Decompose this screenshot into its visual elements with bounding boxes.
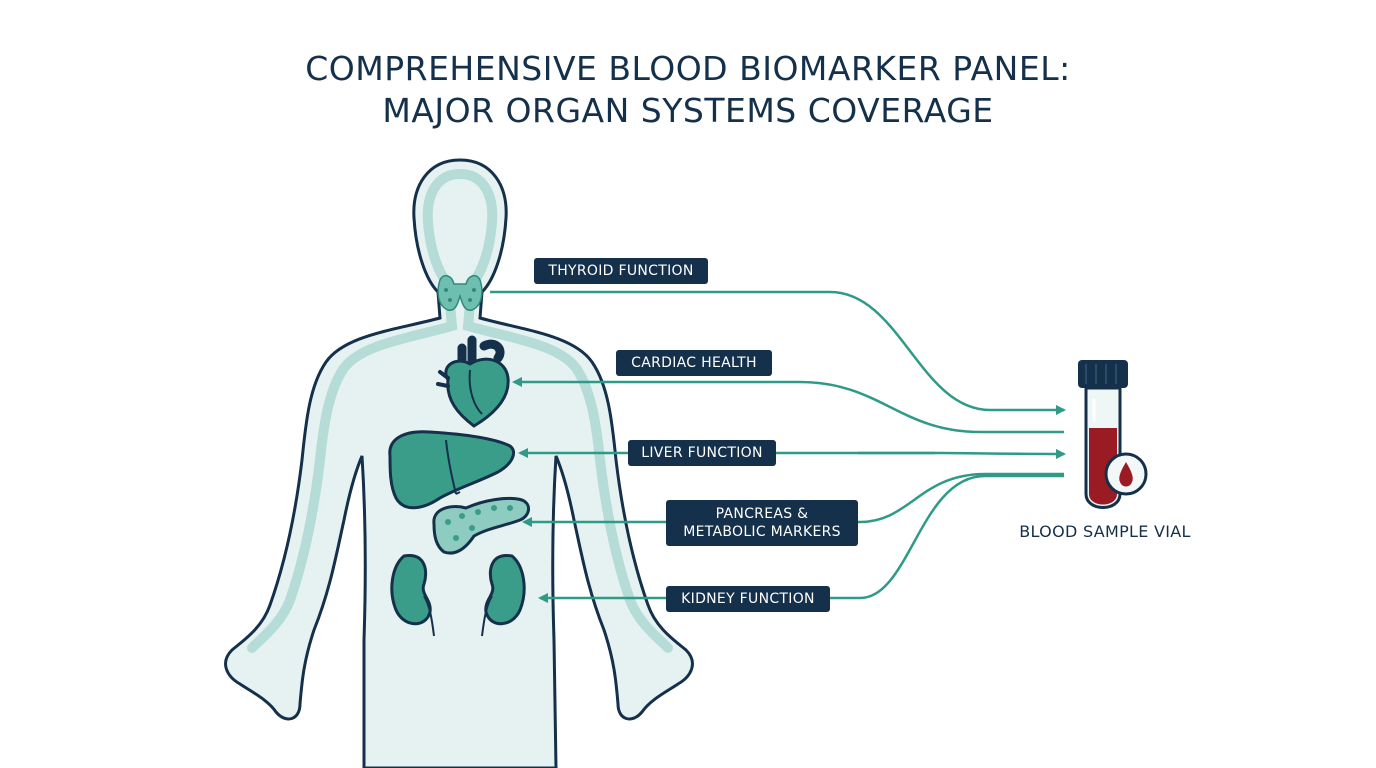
heart-organ	[436, 335, 510, 428]
label-liver-function: LIVER FUNCTION	[628, 440, 776, 466]
label-cardiac-health: CARDIAC HEALTH	[616, 350, 772, 376]
connector-lines	[490, 290, 1066, 603]
label-thyroid-function: THYROID FUNCTION	[534, 258, 708, 284]
pancreas-connector	[522, 472, 1064, 527]
kidney-connector	[538, 474, 1064, 603]
label-kidney-text: KIDNEY FUNCTION	[681, 591, 815, 607]
thyroid-connector	[490, 290, 1066, 415]
label-thyroid-text: THYROID FUNCTION	[548, 263, 694, 279]
diagram-title: COMPREHENSIVE BLOOD BIOMARKER PANEL: MAJ…	[0, 48, 1376, 132]
label-liver-text: LIVER FUNCTION	[641, 445, 763, 461]
blood-drop-icon	[1119, 462, 1133, 487]
label-pancreas-metabolic: PANCREAS & METABOLIC MARKERS	[666, 500, 858, 546]
liver-vial-connector	[858, 448, 1066, 459]
blood-vial	[1078, 360, 1148, 509]
title-line-2: MAJOR ORGAN SYSTEMS COVERAGE	[382, 91, 994, 130]
vial-label: BLOOD SAMPLE VIAL	[1019, 522, 1191, 541]
pancreas-organ	[432, 496, 530, 555]
kidneys-organ	[390, 554, 526, 637]
thyroid-organ	[437, 274, 483, 311]
title-line-1: COMPREHENSIVE BLOOD BIOMARKER PANEL:	[305, 49, 1071, 88]
label-kidney-function: KIDNEY FUNCTION	[666, 586, 830, 612]
label-pancreas-line2: METABOLIC MARKERS	[683, 524, 841, 540]
cardiac-connector	[512, 377, 1064, 434]
label-cardiac-text: CARDIAC HEALTH	[631, 355, 757, 371]
liver-organ	[388, 430, 515, 510]
label-pancreas-line1: PANCREAS &	[715, 506, 809, 522]
